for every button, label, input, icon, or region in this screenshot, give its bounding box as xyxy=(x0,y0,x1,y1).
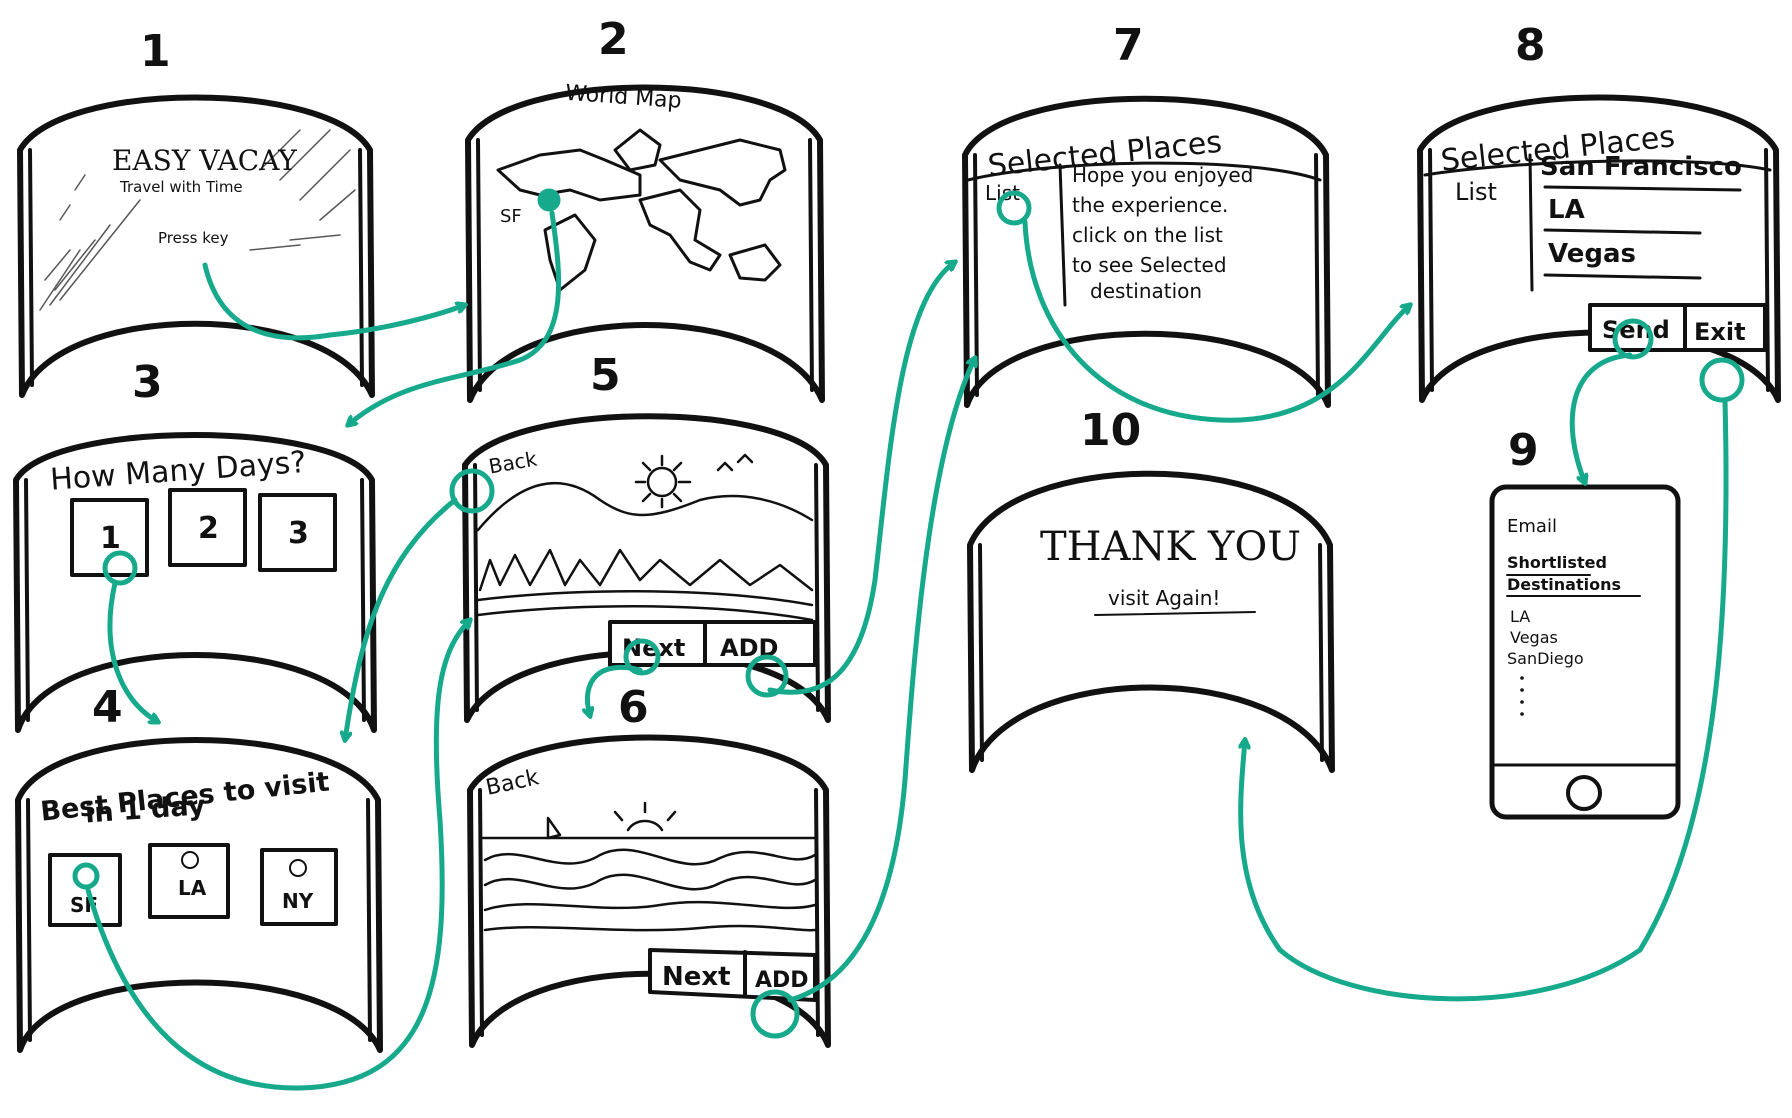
screen-number-4: 4 xyxy=(92,682,123,733)
intro-message: Hope you enjoyed the experience. click o… xyxy=(1072,163,1253,303)
more-items-dots xyxy=(1520,676,1524,716)
email-destination-item: SanDiego xyxy=(1507,649,1584,668)
hotspot-send-8[interactable] xyxy=(1612,318,1654,360)
flow-arrow xyxy=(767,262,955,695)
intro-message-line: click on the list xyxy=(1072,223,1223,247)
hotspot-sf-card[interactable] xyxy=(72,862,100,890)
flow-arrow xyxy=(1022,219,1410,423)
screen-numbers: 1 2 3 4 5 6 7 8 9 10 xyxy=(92,14,1546,733)
hotspot-exit-8[interactable] xyxy=(1699,357,1745,403)
flow-arrow xyxy=(107,580,158,722)
screen-number-9: 9 xyxy=(1508,425,1539,476)
sf-marker-label: SF xyxy=(500,206,522,227)
email-destination-item: LA xyxy=(1510,607,1530,626)
selected-place-item[interactable]: San Francisco xyxy=(1540,152,1742,182)
flow-arrow xyxy=(1569,352,1633,483)
hotspots xyxy=(72,188,1745,1039)
place-card-la[interactable] xyxy=(148,843,230,919)
day-option-3-label: 3 xyxy=(288,516,309,551)
screen-10-thank-you: THANK YOU visit Again! xyxy=(967,470,1335,773)
bottom-action-bar xyxy=(648,948,817,1002)
flow-arrow xyxy=(1238,397,1729,1002)
play-icon xyxy=(181,851,199,869)
day-option-2[interactable] xyxy=(168,488,247,567)
destinations-heading: Destinations xyxy=(1507,575,1621,594)
intro-message-line: Hope you enjoyed xyxy=(1072,163,1253,187)
flow-arrow xyxy=(85,620,470,1091)
screen-8-selected-list: Selected Places List San Francisco LA Ve… xyxy=(1417,94,1781,403)
hotspot-day-1[interactable] xyxy=(102,550,138,586)
app-title: EASY VACAY xyxy=(112,144,297,177)
play-icon xyxy=(289,859,307,877)
press-key-prompt[interactable]: Press key xyxy=(158,229,229,247)
day-option-3[interactable] xyxy=(258,493,337,572)
hotspot-back-5[interactable] xyxy=(449,468,495,514)
app-tagline: Travel with Time xyxy=(119,178,243,196)
screen-2-world-map: World Map SF xyxy=(465,81,825,403)
list-tab[interactable]: List xyxy=(1455,178,1497,206)
flow-arrows xyxy=(85,210,1729,1091)
intro-message-line: to see Selected xyxy=(1072,253,1227,277)
beach-scene xyxy=(481,801,817,932)
place-label-la: LA xyxy=(178,876,207,900)
screen-5-mountain-preview: Back Next ADD xyxy=(462,413,831,723)
add-button[interactable]: ADD xyxy=(755,968,809,993)
screen-4-best-places: Best Places to visit in 1 day SF LA NY xyxy=(15,737,383,1053)
flow-arrow xyxy=(202,262,465,341)
screen-number-8: 8 xyxy=(1515,20,1546,71)
day-option-2-label: 2 xyxy=(198,511,219,546)
bottom-action-bar xyxy=(1588,303,1767,352)
email-heading: Email xyxy=(1507,516,1557,537)
hotspot-add-6[interactable] xyxy=(750,989,800,1039)
place-label-ny: NY xyxy=(282,889,314,913)
place-card-sf[interactable] xyxy=(48,853,122,927)
hotspot-next-5[interactable] xyxy=(623,638,661,676)
screen-number-5: 5 xyxy=(590,350,621,401)
hotspot-list-7[interactable] xyxy=(996,190,1032,226)
selected-place-item[interactable]: LA xyxy=(1548,195,1585,225)
thank-you-title: THANK YOU xyxy=(1040,524,1301,570)
screen-number-10: 10 xyxy=(1080,405,1141,456)
shortlisted-heading: Shortlisted xyxy=(1507,553,1607,572)
day-option-1-label: 1 xyxy=(100,521,121,556)
screen-number-1: 1 xyxy=(140,26,171,77)
email-destination-item: Vegas xyxy=(1510,628,1558,647)
screen-1-splash: EASY VACAY Travel with Time Press key xyxy=(17,94,375,398)
flow-arrow xyxy=(348,210,562,425)
place-card-ny[interactable] xyxy=(260,848,338,926)
screen-3-days: How Many Days? 1 2 3 xyxy=(13,432,377,733)
screen-number-7: 7 xyxy=(1113,20,1144,71)
intro-message-line: destination xyxy=(1090,279,1202,303)
visit-again-text: visit Again! xyxy=(1108,586,1220,610)
world-map-continents xyxy=(496,128,787,292)
screen-7-selected-places-intro: Selected Places List Hope you enjoyed th… xyxy=(962,95,1331,408)
home-button-icon[interactable] xyxy=(1566,775,1602,811)
flow-arrow xyxy=(787,358,975,1003)
hotspot-sf-pin[interactable] xyxy=(537,188,561,212)
next-button[interactable]: Next xyxy=(662,962,731,992)
mountain-landscape xyxy=(476,453,814,622)
screen-number-3: 3 xyxy=(132,357,163,408)
hotspot-add-5[interactable] xyxy=(745,654,789,698)
screen-number-2: 2 xyxy=(598,14,629,65)
flow-arrow xyxy=(345,497,458,740)
intro-message-line: the experience. xyxy=(1072,193,1228,217)
screen-number-6: 6 xyxy=(618,682,649,733)
bottom-action-bar xyxy=(608,620,817,667)
screen-6-beach-preview: Back Next ADD xyxy=(467,734,831,1048)
exit-button[interactable]: Exit xyxy=(1694,318,1746,346)
selected-place-item[interactable]: Vegas xyxy=(1548,239,1636,269)
screen-9-email-phone: Email Shortlisted Destinations LA Vegas … xyxy=(1489,484,1681,820)
phone-frame xyxy=(1489,484,1681,820)
flow-arrow xyxy=(587,664,643,716)
